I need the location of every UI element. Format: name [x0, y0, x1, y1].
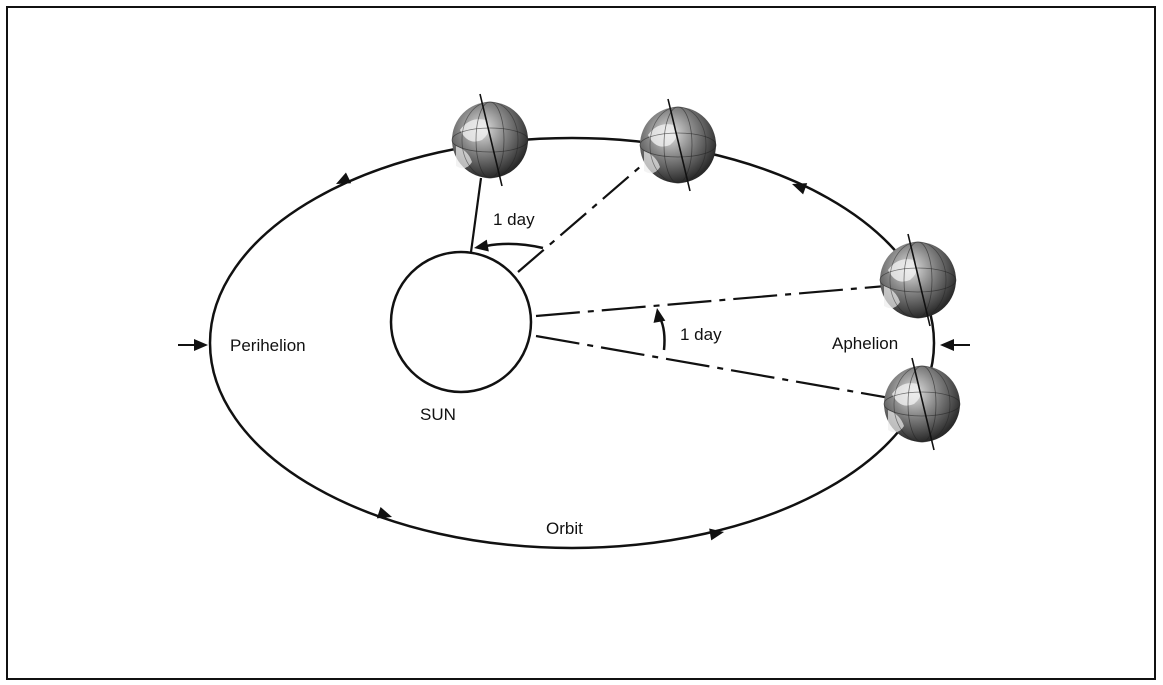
one-day-arc-near-arrowhead — [472, 239, 489, 254]
perihelion-pointer-icon — [194, 339, 208, 351]
aphelion-label: Aphelion — [832, 334, 898, 353]
aphelion-pointer-icon — [940, 339, 954, 351]
orbit-label: Orbit — [546, 519, 583, 538]
one-day-arc-far-arrowhead — [651, 306, 666, 323]
perihelion-label: Perihelion — [230, 336, 306, 355]
radius-line-far-2 — [535, 334, 891, 400]
radius-line-near-2 — [517, 159, 649, 273]
earth-globe-icon — [639, 98, 717, 192]
radius-line-far-1 — [535, 284, 887, 318]
one-day-arc-near — [485, 242, 544, 250]
earth-globe-icon — [451, 93, 529, 187]
one-day-label-near: 1 day — [493, 210, 535, 229]
sun-circle-icon — [389, 250, 533, 394]
one-day-label-far: 1 day — [680, 325, 722, 344]
one-day-arc-far — [658, 317, 666, 351]
orbit-path — [208, 136, 936, 550]
radius-line-near-1 — [469, 177, 483, 253]
sun-label: SUN — [420, 405, 456, 424]
